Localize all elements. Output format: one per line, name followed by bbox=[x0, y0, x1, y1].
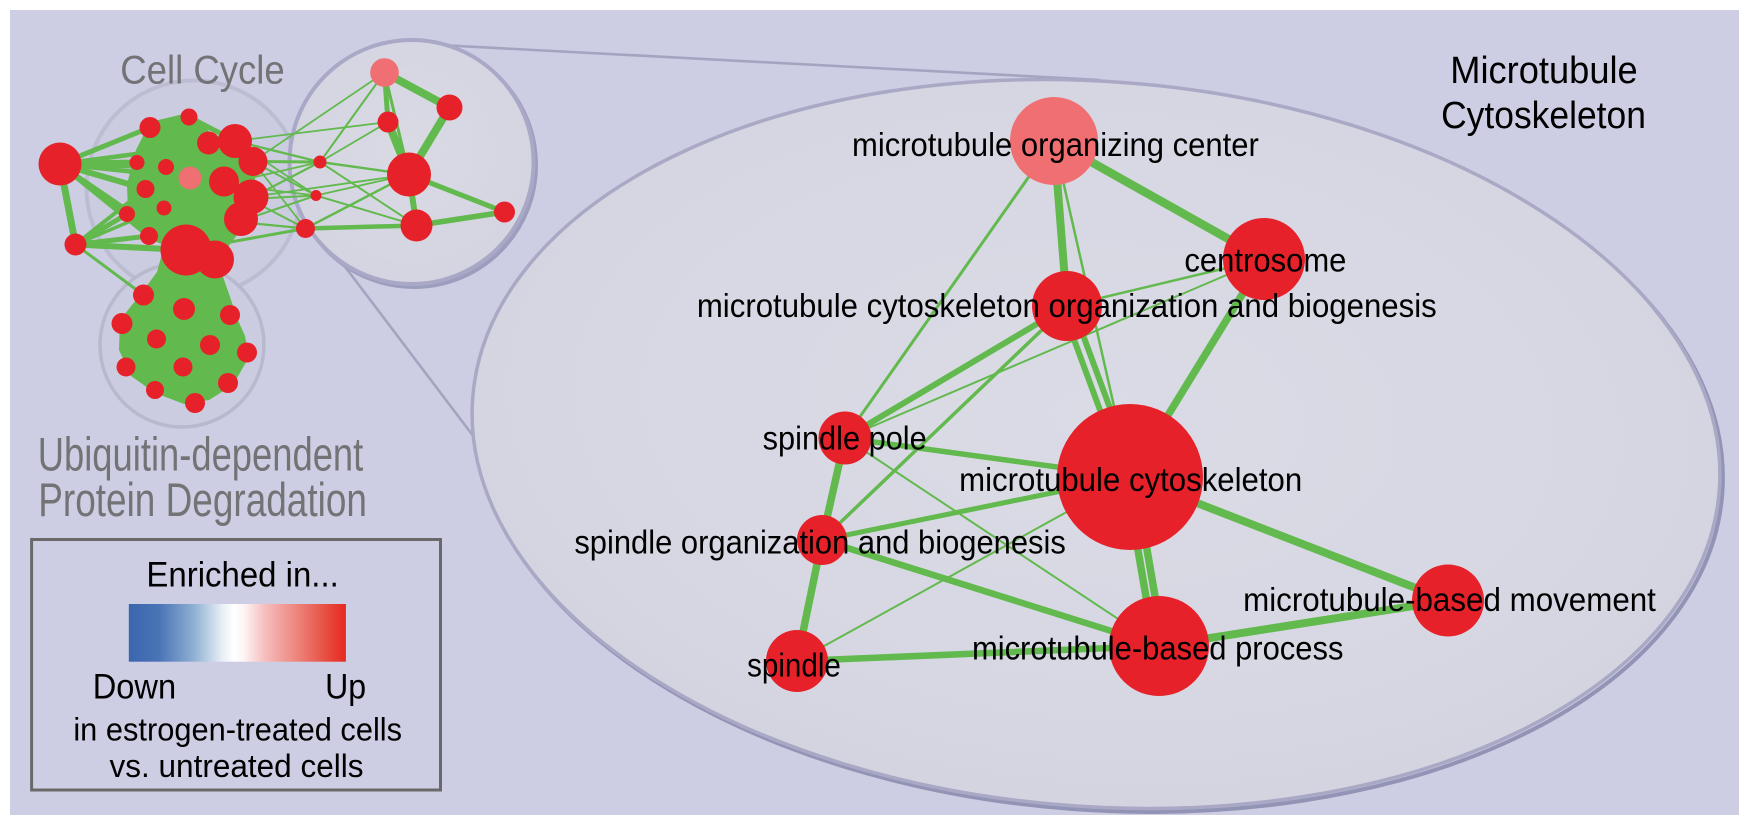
svg-text:Enriched in...: Enriched in... bbox=[146, 555, 338, 594]
svg-text:in estrogen-treated cells: in estrogen-treated cells bbox=[73, 711, 402, 747]
svg-text:Up: Up bbox=[325, 668, 366, 707]
svg-text:centrosome: centrosome bbox=[1184, 241, 1346, 278]
svg-text:Microtubule: Microtubule bbox=[1450, 50, 1637, 92]
svg-text:spindle pole: spindle pole bbox=[763, 419, 927, 456]
svg-text:vs. untreated cells: vs. untreated cells bbox=[110, 748, 364, 784]
svg-text:Protein Degradation: Protein Degradation bbox=[38, 473, 367, 526]
svg-text:Down: Down bbox=[93, 668, 176, 707]
svg-text:microtubule cytoskeleton: microtubule cytoskeleton bbox=[959, 461, 1302, 498]
svg-text:microtubule-based process: microtubule-based process bbox=[972, 629, 1344, 666]
svg-text:microtubule cytoskeleton organ: microtubule cytoskeleton organization an… bbox=[697, 287, 1437, 324]
svg-text:Cytoskeleton: Cytoskeleton bbox=[1441, 95, 1646, 137]
svg-text:Cell Cycle: Cell Cycle bbox=[120, 49, 285, 93]
svg-text:spindle organization and bioge: spindle organization and biogenesis bbox=[574, 523, 1066, 560]
svg-text:microtubule-based movement: microtubule-based movement bbox=[1243, 581, 1656, 618]
svg-text:Ubiquitin-dependent: Ubiquitin-dependent bbox=[38, 428, 364, 481]
svg-text:microtubule organizing center: microtubule organizing center bbox=[852, 126, 1259, 163]
svg-text:spindle: spindle bbox=[747, 646, 841, 683]
